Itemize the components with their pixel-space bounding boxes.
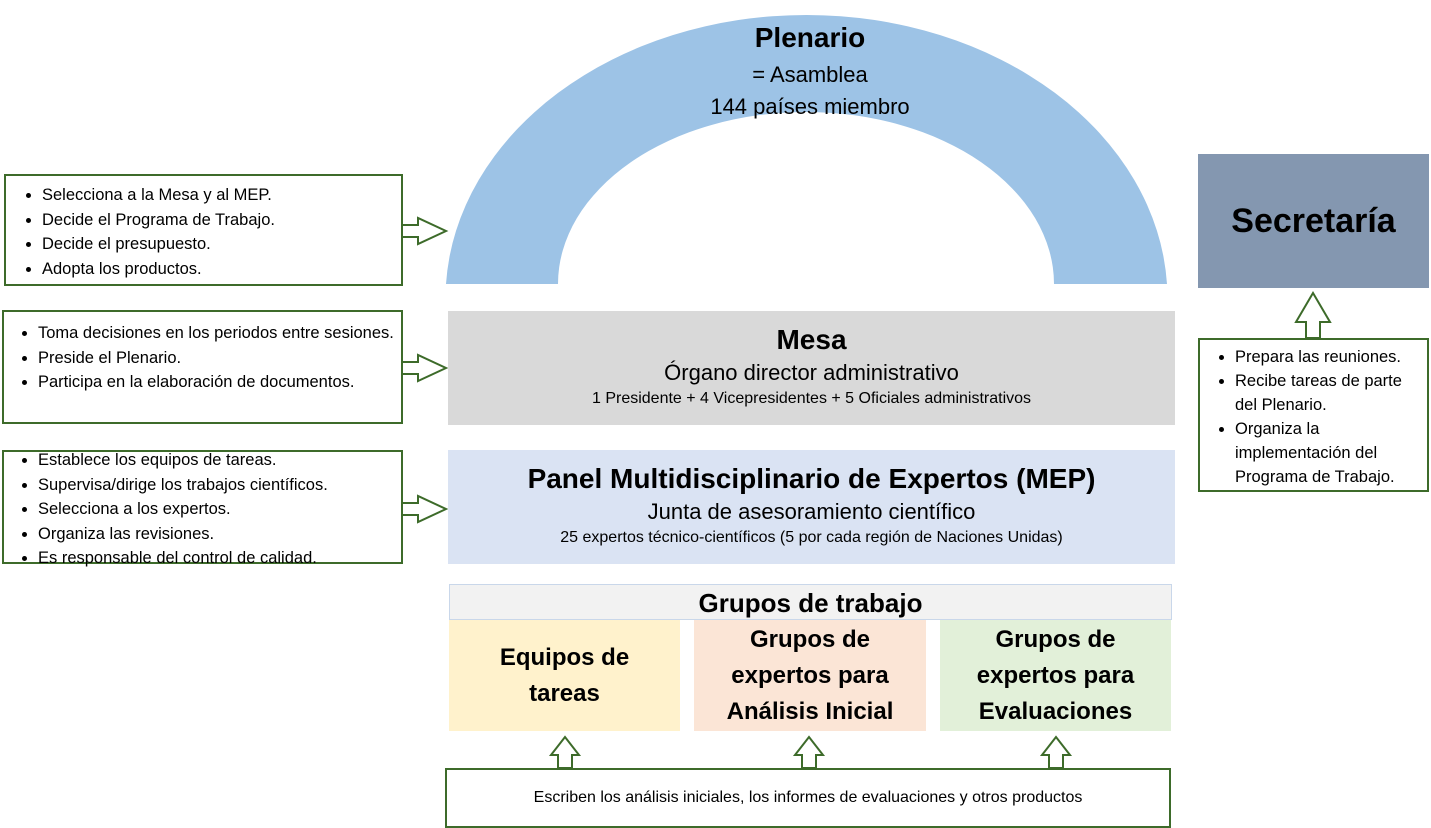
evaluaciones-box: Grupos de expertos para Evaluaciones — [940, 620, 1171, 731]
secretaria-block: Secretaría — [1198, 154, 1429, 288]
function-item: Decide el presupuesto. — [42, 232, 401, 257]
mesa-title: Mesa — [776, 324, 847, 355]
equipos-de-tareas-label: Equipos de tareas — [499, 643, 630, 707]
panel-block: Panel Multidisciplinario de Expertos (ME… — [448, 450, 1175, 564]
panel-functions-list: Establece los equipos de tareas.Supervis… — [4, 448, 401, 571]
products-label: Escriben los análisis iniciales, los inf… — [533, 789, 1083, 806]
function-item: Participa en la elaboración de documento… — [38, 370, 401, 395]
function-item: Adopta los productos. — [42, 257, 401, 282]
arrow-right-icon — [401, 216, 449, 246]
arrow-up-icon — [1039, 735, 1073, 769]
function-item: Supervisa/dirige los trabajos científico… — [38, 473, 401, 498]
arrow-up-icon — [548, 735, 582, 769]
products-box: Escriben los análisis iniciales, los inf… — [445, 768, 1171, 828]
equipos-de-tareas-box: Equipos de tareas — [449, 620, 680, 731]
plenario-title: Plenario — [754, 22, 866, 53]
function-item: Selecciona a los expertos. — [38, 497, 401, 522]
plenario-functions-list: Selecciona a la Mesa y al MEP.Decide el … — [6, 183, 401, 281]
panel-subtitle: Junta de asesoramiento científico — [647, 499, 976, 524]
function-item: Organiza las revisiones. — [38, 522, 401, 547]
plenario-members: 144 países miembro — [710, 94, 910, 119]
mesa-functions-list: Toma decisiones en los periodos entre se… — [4, 321, 401, 395]
arrow-up-icon — [1294, 291, 1332, 339]
plenario-functions-box: Selecciona a la Mesa y al MEP.Decide el … — [4, 174, 403, 286]
evaluaciones-label: Grupos de expertos para Evaluaciones — [976, 625, 1135, 725]
function-item: Establece los equipos de tareas. — [38, 448, 401, 473]
function-item: Toma decisiones en los periodos entre se… — [38, 321, 401, 346]
mesa-functions-box: Toma decisiones en los periodos entre se… — [2, 310, 403, 424]
function-item: Preside el Plenario. — [38, 346, 401, 371]
mesa-detail: 1 Presidente + 4 Vicepresidentes + 5 Ofi… — [591, 390, 1032, 407]
function-item: Decide el Programa de Trabajo. — [42, 208, 401, 233]
function-item: Recibe tareas de parte del Plenario. — [1235, 369, 1421, 417]
arrow-right-icon — [401, 353, 449, 383]
panel-detail: 25 expertos técnico-científicos (5 por c… — [560, 529, 1063, 546]
mesa-block: Mesa Órgano director administrativo 1 Pr… — [448, 311, 1175, 425]
function-item: Organiza la implementación del Programa … — [1235, 417, 1421, 489]
panel-title: Panel Multidisciplinario de Expertos (ME… — [527, 463, 1096, 494]
secretaria-functions-list: Prepara las reuniones.Recibe tareas de p… — [1200, 345, 1427, 489]
function-item: Es responsable del control de calidad. — [38, 546, 401, 571]
analisis-inicial-box: Grupos de expertos para Análisis Inicial — [694, 620, 926, 731]
secretaria-title: Secretaría — [1231, 201, 1396, 240]
mesa-subtitle: Órgano director administrativo — [664, 360, 959, 385]
grupos-header: Grupos de trabajo — [449, 584, 1172, 620]
function-item: Selecciona a la Mesa y al MEP. — [42, 183, 401, 208]
arrow-up-icon — [792, 735, 826, 769]
function-item: Prepara las reuniones. — [1235, 345, 1421, 369]
secretaria-functions-box: Prepara las reuniones.Recibe tareas de p… — [1198, 338, 1429, 492]
panel-functions-box: Establece los equipos de tareas.Supervis… — [2, 450, 403, 567]
analisis-inicial-label: Grupos de expertos para Análisis Inicial — [726, 625, 894, 725]
arrow-right-icon — [401, 494, 449, 524]
plenario-subtitle: = Asamblea — [752, 62, 868, 87]
plenario-arch — [446, 14, 1167, 285]
